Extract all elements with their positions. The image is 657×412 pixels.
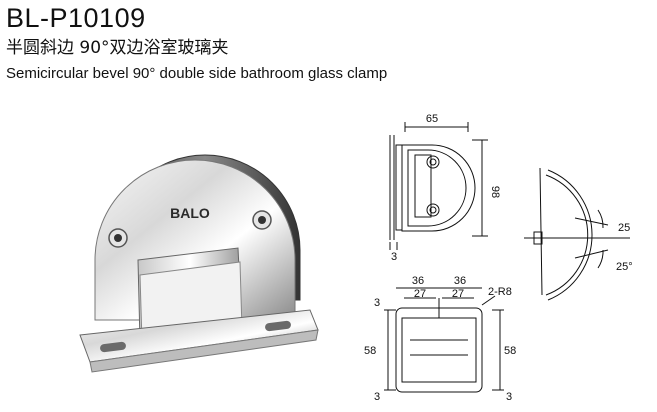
dim-left-inner: 27 xyxy=(414,288,426,300)
dim-top-left: 3 xyxy=(374,297,380,309)
dim-radius: 2-R8 xyxy=(488,286,512,298)
angle-top: 25 xyxy=(618,222,630,234)
product-name-english: Semicircular bevel 90° double side bathr… xyxy=(6,65,388,82)
dim-height-left: 58 xyxy=(364,345,376,357)
dim-height-right: 58 xyxy=(504,345,516,357)
dim-bottom-right: 3 xyxy=(506,391,512,403)
dim-right-outer: 36 xyxy=(454,275,466,287)
product-name-chinese: 半圆斜边 90°双边浴室玻璃夹 xyxy=(6,38,229,58)
dim-right-inner: 27 xyxy=(452,288,464,300)
brand-logo: BALO xyxy=(170,205,210,221)
product-photo: BALO xyxy=(79,154,319,373)
technical-drawing: 65 98 3 25 25° 36 27 36 27 2-R8 58 58 3 … xyxy=(364,113,633,403)
dim-offset: 3 xyxy=(391,251,397,263)
angle-bottom: 25° xyxy=(616,261,633,273)
dim-height: 98 xyxy=(489,186,501,198)
dim-width: 65 xyxy=(426,113,438,125)
model-number: BL-P10109 xyxy=(6,3,146,33)
dim-bottom-left: 3 xyxy=(374,391,380,403)
dim-left-outer: 36 xyxy=(412,275,424,287)
